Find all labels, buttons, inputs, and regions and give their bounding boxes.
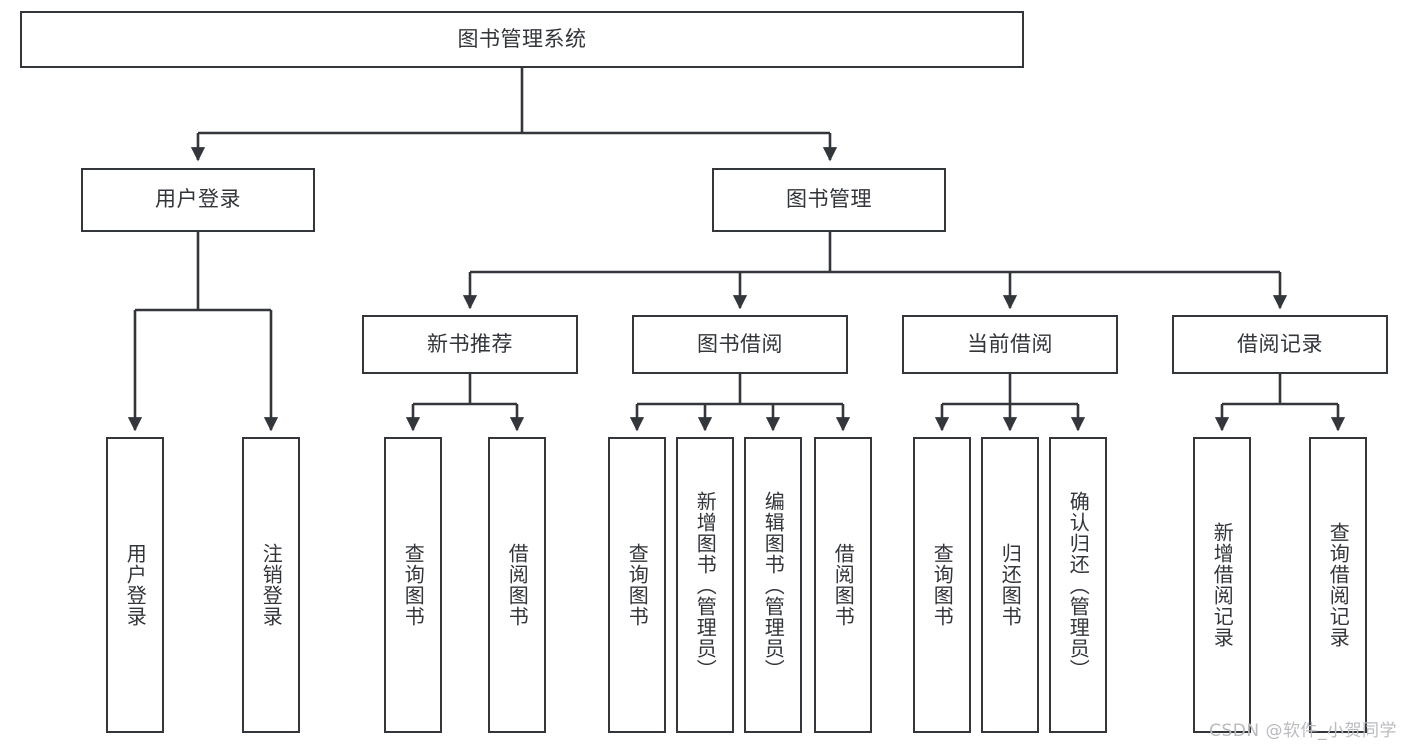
node-label: 借阅记录 — [1237, 331, 1323, 356]
node-label: 查询图书 — [930, 543, 955, 627]
leaf-user-login-login[interactable]: 用户登录 — [106, 437, 164, 733]
node-label: 确认归还（管理员） — [1066, 490, 1091, 680]
node-label: 图书借阅 — [697, 331, 783, 356]
node-label: 用户登录 — [123, 543, 148, 627]
node-label: 借阅图书 — [505, 543, 530, 627]
node-label: 查询借阅记录 — [1326, 522, 1351, 648]
node-label: 新增借阅记录 — [1210, 522, 1235, 648]
node-book-management[interactable]: 图书管理 — [712, 168, 946, 232]
node-root-book-management-system[interactable]: 图书管理系统 — [20, 11, 1024, 68]
leaf-book-borrow-add-book-admin[interactable]: 新增图书（管理员） — [676, 437, 734, 733]
node-current-borrow[interactable]: 当前借阅 — [902, 315, 1118, 374]
node-label: 用户登录 — [155, 187, 241, 212]
node-label: 当前借阅 — [967, 331, 1053, 356]
node-label: 查询图书 — [625, 543, 650, 627]
node-label: 新书推荐 — [427, 331, 513, 356]
leaf-new-book-query-book[interactable]: 查询图书 — [384, 437, 442, 733]
node-label: 注销登录 — [259, 543, 284, 627]
leaf-borrow-record-query-record[interactable]: 查询借阅记录 — [1309, 437, 1367, 733]
node-new-book-recommend[interactable]: 新书推荐 — [362, 315, 578, 374]
leaf-current-borrow-confirm-return-admin[interactable]: 确认归还（管理员） — [1049, 437, 1107, 733]
watermark: CSDN @软件_小贺同学 — [1209, 721, 1397, 741]
node-user-login[interactable]: 用户登录 — [81, 168, 315, 232]
leaf-book-borrow-query-book[interactable]: 查询图书 — [608, 437, 666, 733]
node-label: 归还图书 — [998, 543, 1023, 627]
node-label: 借阅图书 — [831, 543, 856, 627]
leaf-current-borrow-query-book[interactable]: 查询图书 — [913, 437, 971, 733]
node-label: 图书管理系统 — [457, 26, 587, 51]
node-label: 编辑图书（管理员） — [761, 490, 786, 680]
leaf-new-book-borrow-book[interactable]: 借阅图书 — [488, 437, 546, 733]
leaf-book-borrow-edit-book-admin[interactable]: 编辑图书（管理员） — [744, 437, 802, 733]
node-borrow-record[interactable]: 借阅记录 — [1172, 315, 1388, 374]
leaf-user-login-logout[interactable]: 注销登录 — [242, 437, 300, 733]
node-label: 新增图书（管理员） — [693, 490, 718, 680]
node-label: 图书管理 — [786, 187, 872, 212]
leaf-book-borrow-borrow-book[interactable]: 借阅图书 — [814, 437, 872, 733]
leaf-borrow-record-add-record[interactable]: 新增借阅记录 — [1193, 437, 1251, 733]
leaf-current-borrow-return-book[interactable]: 归还图书 — [981, 437, 1039, 733]
node-book-borrow[interactable]: 图书借阅 — [632, 315, 848, 374]
node-label: 查询图书 — [401, 543, 426, 627]
